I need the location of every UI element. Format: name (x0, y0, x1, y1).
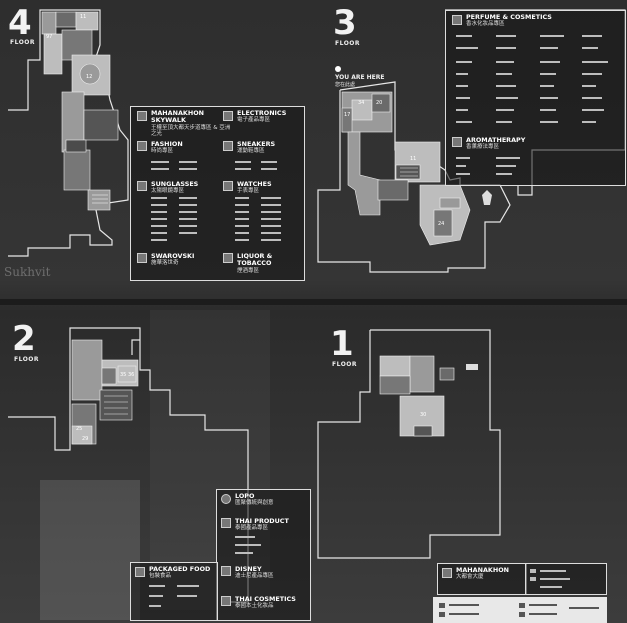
f2-unit-29: 29 (82, 436, 88, 442)
fashion-icon (137, 141, 147, 151)
thai-product-zh: 泰國產品專區 (235, 525, 269, 532)
packaged-food-title: PACKAGED FOOD (149, 565, 211, 573)
f3-unit-34: 34 (358, 100, 364, 106)
f2-unit-35: 35 (120, 372, 126, 378)
floor-4-plan: 97 11 12 (8, 9, 129, 257)
sneakers-zh: 運動鞋專區 (237, 148, 265, 155)
facilities-list (439, 603, 599, 617)
floor-1-legend-side (525, 563, 607, 595)
electronics-icon (223, 111, 233, 121)
mahanakhon-skywalk-title: MAHANAKHON SKYWALK (151, 109, 204, 125)
floor-2-plan: 35 36 25 29 (8, 327, 249, 603)
watches-title: WATCHES (237, 180, 272, 188)
floor-1-side-list (530, 569, 570, 588)
f3-unit-11: 11 (410, 156, 416, 162)
electronics-zh: 電子產品專區 (237, 117, 271, 124)
f4-unit-11: 11 (80, 14, 86, 20)
thai-cosmetics-zh: 泰國本土化妝品 (235, 603, 274, 610)
packaged-food-list (149, 585, 199, 607)
thai-product-list (235, 536, 261, 554)
floor-2-legend-b: PACKAGED FOOD 包裝食品 (130, 562, 218, 621)
aromatherapy-title: AROMATHERAPY (466, 136, 526, 144)
disney-title: DISNEY (235, 565, 262, 573)
lopo-icon (221, 494, 231, 504)
f4-unit-12: 12 (86, 74, 92, 80)
liquor-tobacco-zh: 煙酒專區 (237, 267, 260, 274)
mahanakhon-skywalk-zh: 王權至頂大都天步道專區 & 亞洲之光 (151, 124, 231, 138)
watches-zh: 手表專區 (237, 188, 260, 195)
sneakers-icon (223, 141, 233, 151)
thai-cosmetics-icon (221, 596, 231, 606)
f3-unit-17: 17 (344, 112, 350, 118)
sunglasses-icon (137, 181, 147, 191)
packaged-food-zh: 包裝食品 (149, 573, 172, 580)
watches-icon (223, 181, 233, 191)
f2-unit-36: 36 (128, 372, 134, 378)
floor-2-label: FLOOR (14, 356, 40, 363)
sneakers-title: SNEAKERS (237, 140, 276, 148)
floor-1-plan: 30 (317, 329, 501, 559)
floor-3-number: 3 (333, 3, 357, 43)
swarovski-icon (137, 253, 147, 263)
disney-icon (221, 566, 231, 576)
floor-4-number: 4 (8, 3, 32, 43)
reflection-box (40, 480, 140, 620)
perfume-cosmetics-icon (452, 15, 462, 25)
disney-zh: 迪士尼產品專區 (235, 573, 274, 580)
thai-product-title: THAI PRODUCT (235, 517, 289, 525)
floor-1-number: 1 (330, 324, 354, 364)
liquor-tobacco-title: LIQUOR & TOBACCO (237, 252, 273, 268)
f4-unit-97: 97 (46, 34, 52, 40)
mahanakhon-zh: 大都會大廈 (456, 574, 484, 581)
perfume-brand-list (456, 35, 608, 123)
floor-2-number: 2 (12, 319, 36, 359)
you-are-here-marker: YOU ARE HERE 您在此處 (335, 66, 384, 88)
fashion-zh: 時尚專區 (151, 148, 174, 155)
floor-1-label: FLOOR (332, 361, 358, 368)
mahanakhon-skywalk-icon (137, 111, 147, 121)
fashion-title: FASHION (151, 140, 183, 148)
you-are-here-zh: 您在此處 (335, 81, 356, 88)
packaged-food-icon (135, 567, 145, 577)
aromatherapy-icon (452, 137, 462, 147)
location-pin-icon (335, 66, 341, 72)
floor-1-legend: MAHANAKHON 大都會大廈 (437, 563, 527, 595)
f2-unit-25: 25 (76, 426, 82, 432)
floor-4-label: FLOOR (10, 39, 36, 46)
glass-mullion (0, 299, 627, 305)
you-are-here-label: YOU ARE HERE (335, 74, 385, 81)
sunglasses-title: SUNGLASSES (151, 180, 199, 188)
perfume-cosmetics-zh: 香水化妝品專區 (466, 21, 505, 28)
floor-3-label: FLOOR (335, 40, 361, 47)
facilities-panel (433, 597, 607, 623)
f3-unit-24: 24 (438, 221, 444, 227)
mahanakhon-icon (442, 568, 452, 578)
swarovski-zh: 施華洛世奇 (151, 260, 179, 267)
aromatherapy-brand-list (456, 157, 520, 175)
thai-product-icon (221, 518, 231, 528)
floor-4-legend: MAHANAKHON SKYWALK 王權至頂大都天步道專區 & 亞洲之光 EL… (130, 106, 305, 281)
floor-3-legend: PERFUME & COSMETICS 香水化妝品專區 AROMATHERAPY… (445, 10, 626, 186)
aromatherapy-zh: 香薰療法專區 (466, 144, 500, 151)
sunglasses-zh: 太陽眼鏡專區 (151, 188, 185, 195)
perfume-cosmetics-title: PERFUME & COSMETICS (466, 13, 552, 21)
thai-cosmetics-title: THAI COSMETICS (235, 595, 296, 603)
liquor-tobacco-icon (223, 253, 233, 263)
reflection-text: Sukhvit (4, 265, 51, 279)
lopo-zh: 匯聚傳統與創意 (235, 500, 274, 507)
f1-unit-30: 30 (420, 412, 426, 418)
swarovski-title: SWAROVSKI (151, 252, 195, 260)
brand-list-lines (151, 161, 281, 241)
f3-unit-20: 20 (376, 100, 382, 106)
mahanakhon-title: MAHANAKHON (456, 566, 509, 574)
lopo-title: LOPO (235, 492, 255, 500)
floor-2-legend-a: LOPO 匯聚傳統與創意 THAI PRODUCT 泰國產品專區 DISNEY … (216, 489, 311, 621)
electronics-title: ELECTRONICS (237, 109, 287, 117)
